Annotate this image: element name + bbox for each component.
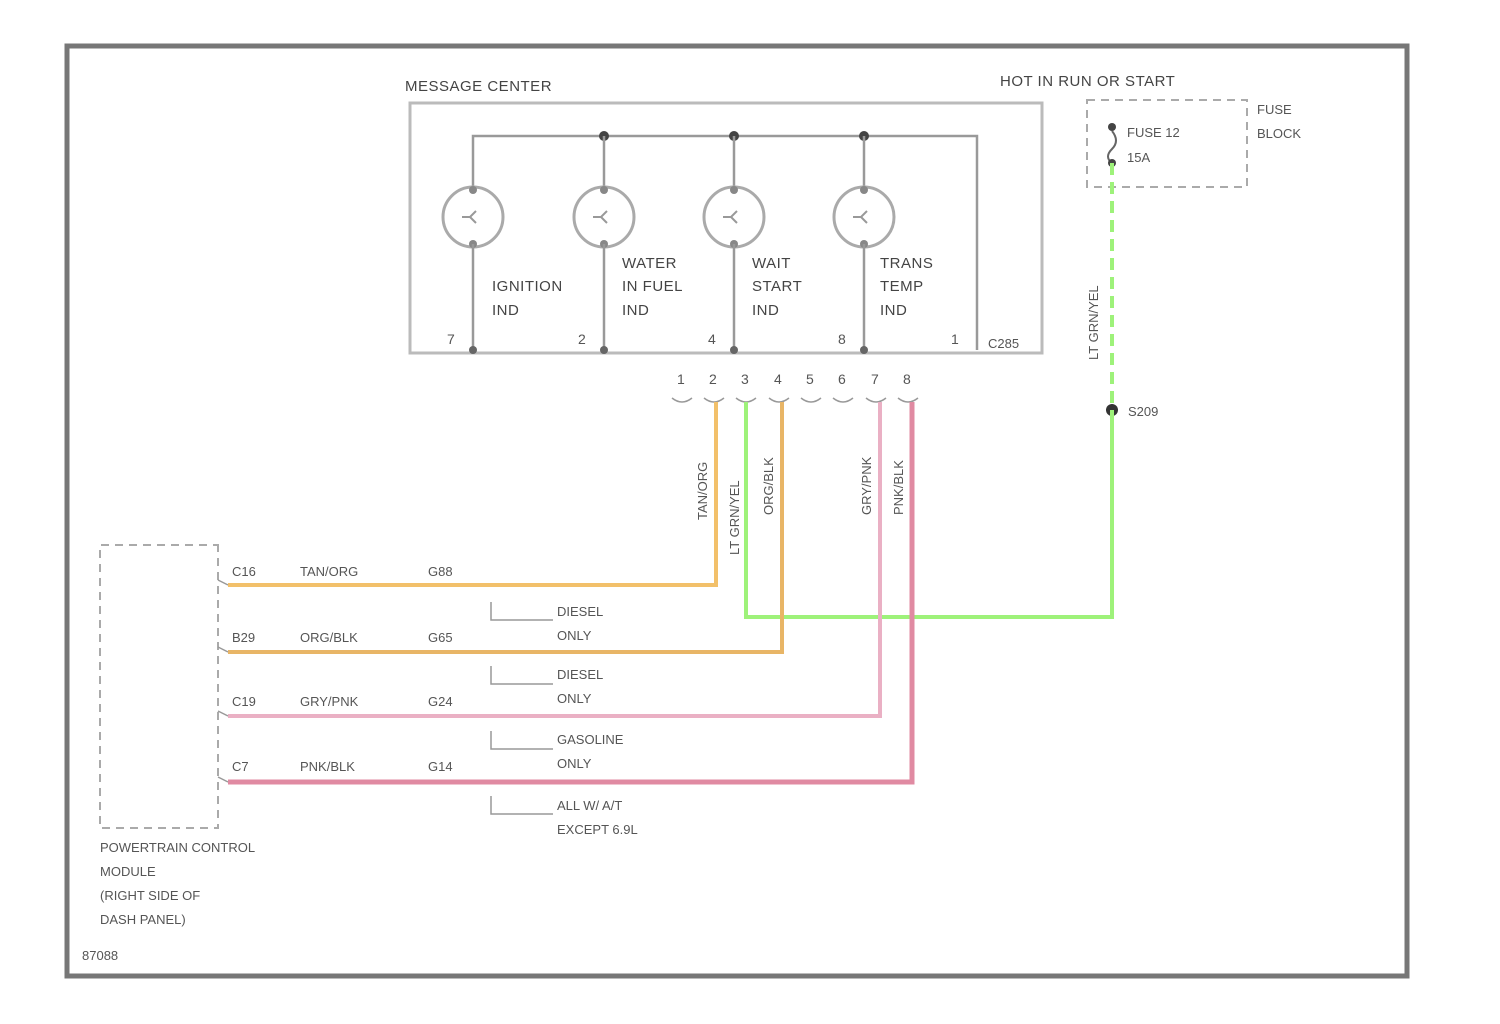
svg-text:2: 2	[578, 331, 586, 347]
svg-text:ONLY: ONLY	[557, 756, 592, 771]
svg-text:G65: G65	[428, 630, 453, 645]
svg-text:G14: G14	[428, 759, 453, 774]
svg-text:LT GRN/YEL: LT GRN/YEL	[727, 480, 742, 555]
fuse-block-label: FUSE	[1257, 102, 1292, 117]
svg-text:1: 1	[951, 331, 959, 347]
svg-text:PNK/BLK: PNK/BLK	[300, 759, 355, 774]
svg-text:4: 4	[774, 371, 782, 387]
svg-text:TAN/ORG: TAN/ORG	[300, 564, 358, 579]
svg-text:TEMP: TEMP	[880, 278, 924, 295]
svg-text:6: 6	[838, 371, 846, 387]
svg-text:FUSE 12: FUSE 12	[1127, 125, 1180, 140]
svg-text:DIESEL: DIESEL	[557, 667, 603, 682]
connector-label: C285	[988, 336, 1019, 351]
indicator-trans-temp: TRANS TEMP IND	[834, 136, 933, 354]
svg-text:IND: IND	[880, 302, 907, 319]
vertical-wire-labels: TAN/ORG LT GRN/YEL ORG/BLK GRY/PNK PNK/B…	[695, 456, 906, 555]
fuse-12: FUSE 12 15A	[1108, 123, 1180, 167]
svg-text:BLOCK: BLOCK	[1257, 126, 1301, 141]
wire-org-blk	[228, 402, 782, 652]
svg-text:DIESEL: DIESEL	[557, 604, 603, 619]
pcm-box	[100, 545, 218, 828]
svg-text:C16: C16	[232, 564, 256, 579]
svg-text:WAIT: WAIT	[752, 255, 791, 272]
svg-text:ONLY: ONLY	[557, 691, 592, 706]
svg-text:IND: IND	[492, 302, 519, 319]
pcm-pin-b29: B29 ORG/BLK G65 DIESEL ONLY	[232, 630, 603, 706]
svg-text:ORG/BLK: ORG/BLK	[761, 457, 776, 515]
svg-text:8: 8	[838, 331, 846, 347]
svg-text:C7: C7	[232, 759, 249, 774]
svg-text:START: START	[752, 278, 802, 295]
fuse-icon	[1108, 131, 1116, 163]
svg-text:3: 3	[741, 371, 749, 387]
svg-text:B29: B29	[232, 630, 255, 645]
message-center-title: MESSAGE CENTER	[405, 78, 552, 95]
svg-text:1: 1	[677, 371, 685, 387]
connector-pin-row: 1 2 3 4 5 6 7 8	[672, 371, 918, 402]
svg-text:ALL W/ A/T: ALL W/ A/T	[557, 798, 622, 813]
svg-text:7: 7	[447, 331, 455, 347]
svg-text:4: 4	[708, 331, 716, 347]
svg-text:DASH PANEL): DASH PANEL)	[100, 912, 186, 927]
svg-text:PNK/BLK: PNK/BLK	[891, 460, 906, 515]
svg-text:7: 7	[871, 371, 879, 387]
indicator-water-in-fuel: WATER IN FUEL IND	[574, 186, 683, 354]
svg-text:2: 2	[709, 371, 717, 387]
hot-in-run-label: HOT IN RUN OR START	[1000, 73, 1175, 90]
svg-text:(RIGHT SIDE OF: (RIGHT SIDE OF	[100, 888, 200, 903]
svg-text:WATER: WATER	[622, 255, 677, 272]
bulb-icon	[574, 187, 634, 247]
svg-text:C19: C19	[232, 694, 256, 709]
svg-text:ORG/BLK: ORG/BLK	[300, 630, 358, 645]
pcm-pin-stubs	[218, 580, 228, 782]
svg-text:ONLY: ONLY	[557, 628, 592, 643]
svg-text:8: 8	[903, 371, 911, 387]
indicator-ignition: IGNITION IND	[443, 136, 604, 354]
svg-text:POWERTRAIN CONTROL: POWERTRAIN CONTROL	[100, 840, 255, 855]
svg-text:IND: IND	[622, 302, 649, 319]
svg-text:MODULE: MODULE	[100, 864, 156, 879]
figure-id: 87088	[82, 948, 118, 963]
indicator-wait-start: WAIT START IND	[704, 136, 802, 354]
wire-lt-grn-yel	[746, 402, 1112, 617]
svg-text:IN FUEL: IN FUEL	[622, 278, 683, 295]
svg-text:G88: G88	[428, 564, 453, 579]
wire-pnk-blk	[228, 402, 912, 782]
svg-text:IND: IND	[752, 302, 779, 319]
splice-label: S209	[1128, 404, 1158, 419]
svg-text:EXCEPT 6.9L: EXCEPT 6.9L	[557, 822, 638, 837]
bulb-icon	[443, 187, 503, 247]
svg-text:TAN/ORG: TAN/ORG	[695, 462, 710, 520]
svg-text:G24: G24	[428, 694, 453, 709]
svg-text:GRY/PNK: GRY/PNK	[859, 456, 874, 515]
svg-text:TRANS: TRANS	[880, 255, 933, 272]
pcm-label: POWERTRAIN CONTROL MODULE (RIGHT SIDE OF…	[100, 840, 255, 927]
svg-text:5: 5	[806, 371, 814, 387]
svg-text:IGNITION: IGNITION	[492, 278, 563, 295]
svg-text:GASOLINE: GASOLINE	[557, 732, 624, 747]
svg-text:GRY/PNK: GRY/PNK	[300, 694, 359, 709]
wire-tan-org	[228, 402, 716, 585]
feed-wire-label: LT GRN/YEL	[1086, 285, 1101, 360]
pcm-pin-c16: C16 TAN/ORG G88 DIESEL ONLY	[232, 564, 603, 643]
bulb-icon	[704, 187, 764, 247]
bulb-icon	[834, 187, 894, 247]
svg-text:15A: 15A	[1127, 150, 1150, 165]
